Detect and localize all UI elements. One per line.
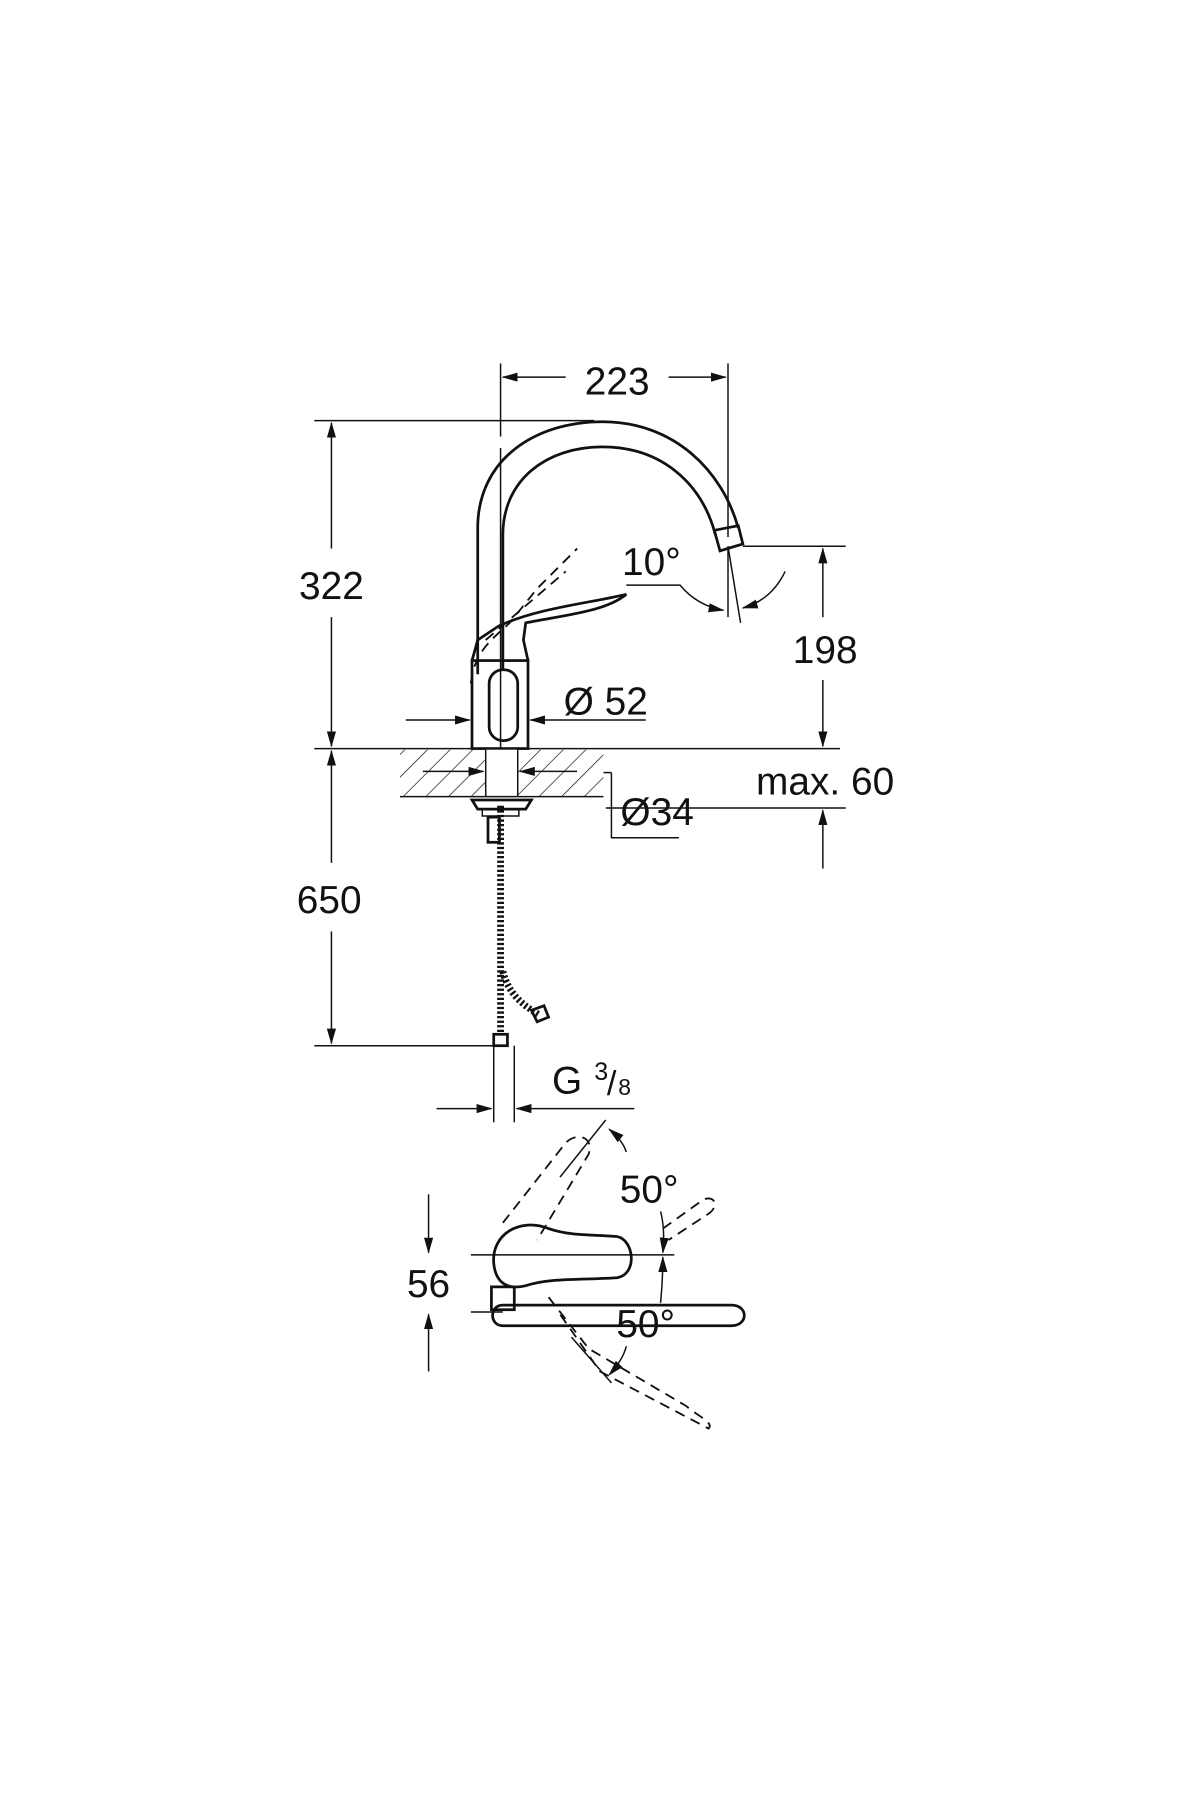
lever-angle-down-label: 50° xyxy=(616,1303,675,1346)
dimension-body-diameter: Ø 52 xyxy=(405,680,648,725)
dimension-heights: 322 650 xyxy=(297,419,840,1047)
mounting-hole-label: Ø34 xyxy=(620,791,693,834)
thread-denominator: 8 xyxy=(618,1074,631,1100)
spout-reach-label: 223 xyxy=(585,360,650,403)
lever-top-view: 56 50° 50° xyxy=(407,1119,746,1430)
body-diameter-label: Ø 52 xyxy=(564,680,648,723)
lever-angle-up-label: 50° xyxy=(620,1168,679,1211)
lever-height-label: 56 xyxy=(407,1263,450,1306)
dimension-spout-reach: 223 xyxy=(499,360,729,538)
dimension-spout-tilt: 10° xyxy=(622,541,786,623)
total-height-label: 322 xyxy=(299,565,364,608)
tap-spout xyxy=(476,420,745,755)
dimension-outlet-height: 198 max. 60 xyxy=(605,545,894,869)
thread-slash: / xyxy=(607,1065,617,1103)
thread-label: G xyxy=(552,1060,582,1103)
thread-numerator: 3 xyxy=(594,1058,608,1086)
tap-body xyxy=(469,547,628,750)
spout-tilt-label: 10° xyxy=(622,541,681,584)
outlet-height-label: 198 xyxy=(793,629,858,672)
max-deck-label: max. 60 xyxy=(756,760,894,803)
countertop-section: Ø34 xyxy=(400,749,694,844)
hose-length-label: 650 xyxy=(297,879,362,922)
dimension-thread: G 3 / 8 xyxy=(436,1045,635,1123)
supply-hoses xyxy=(492,805,551,1048)
